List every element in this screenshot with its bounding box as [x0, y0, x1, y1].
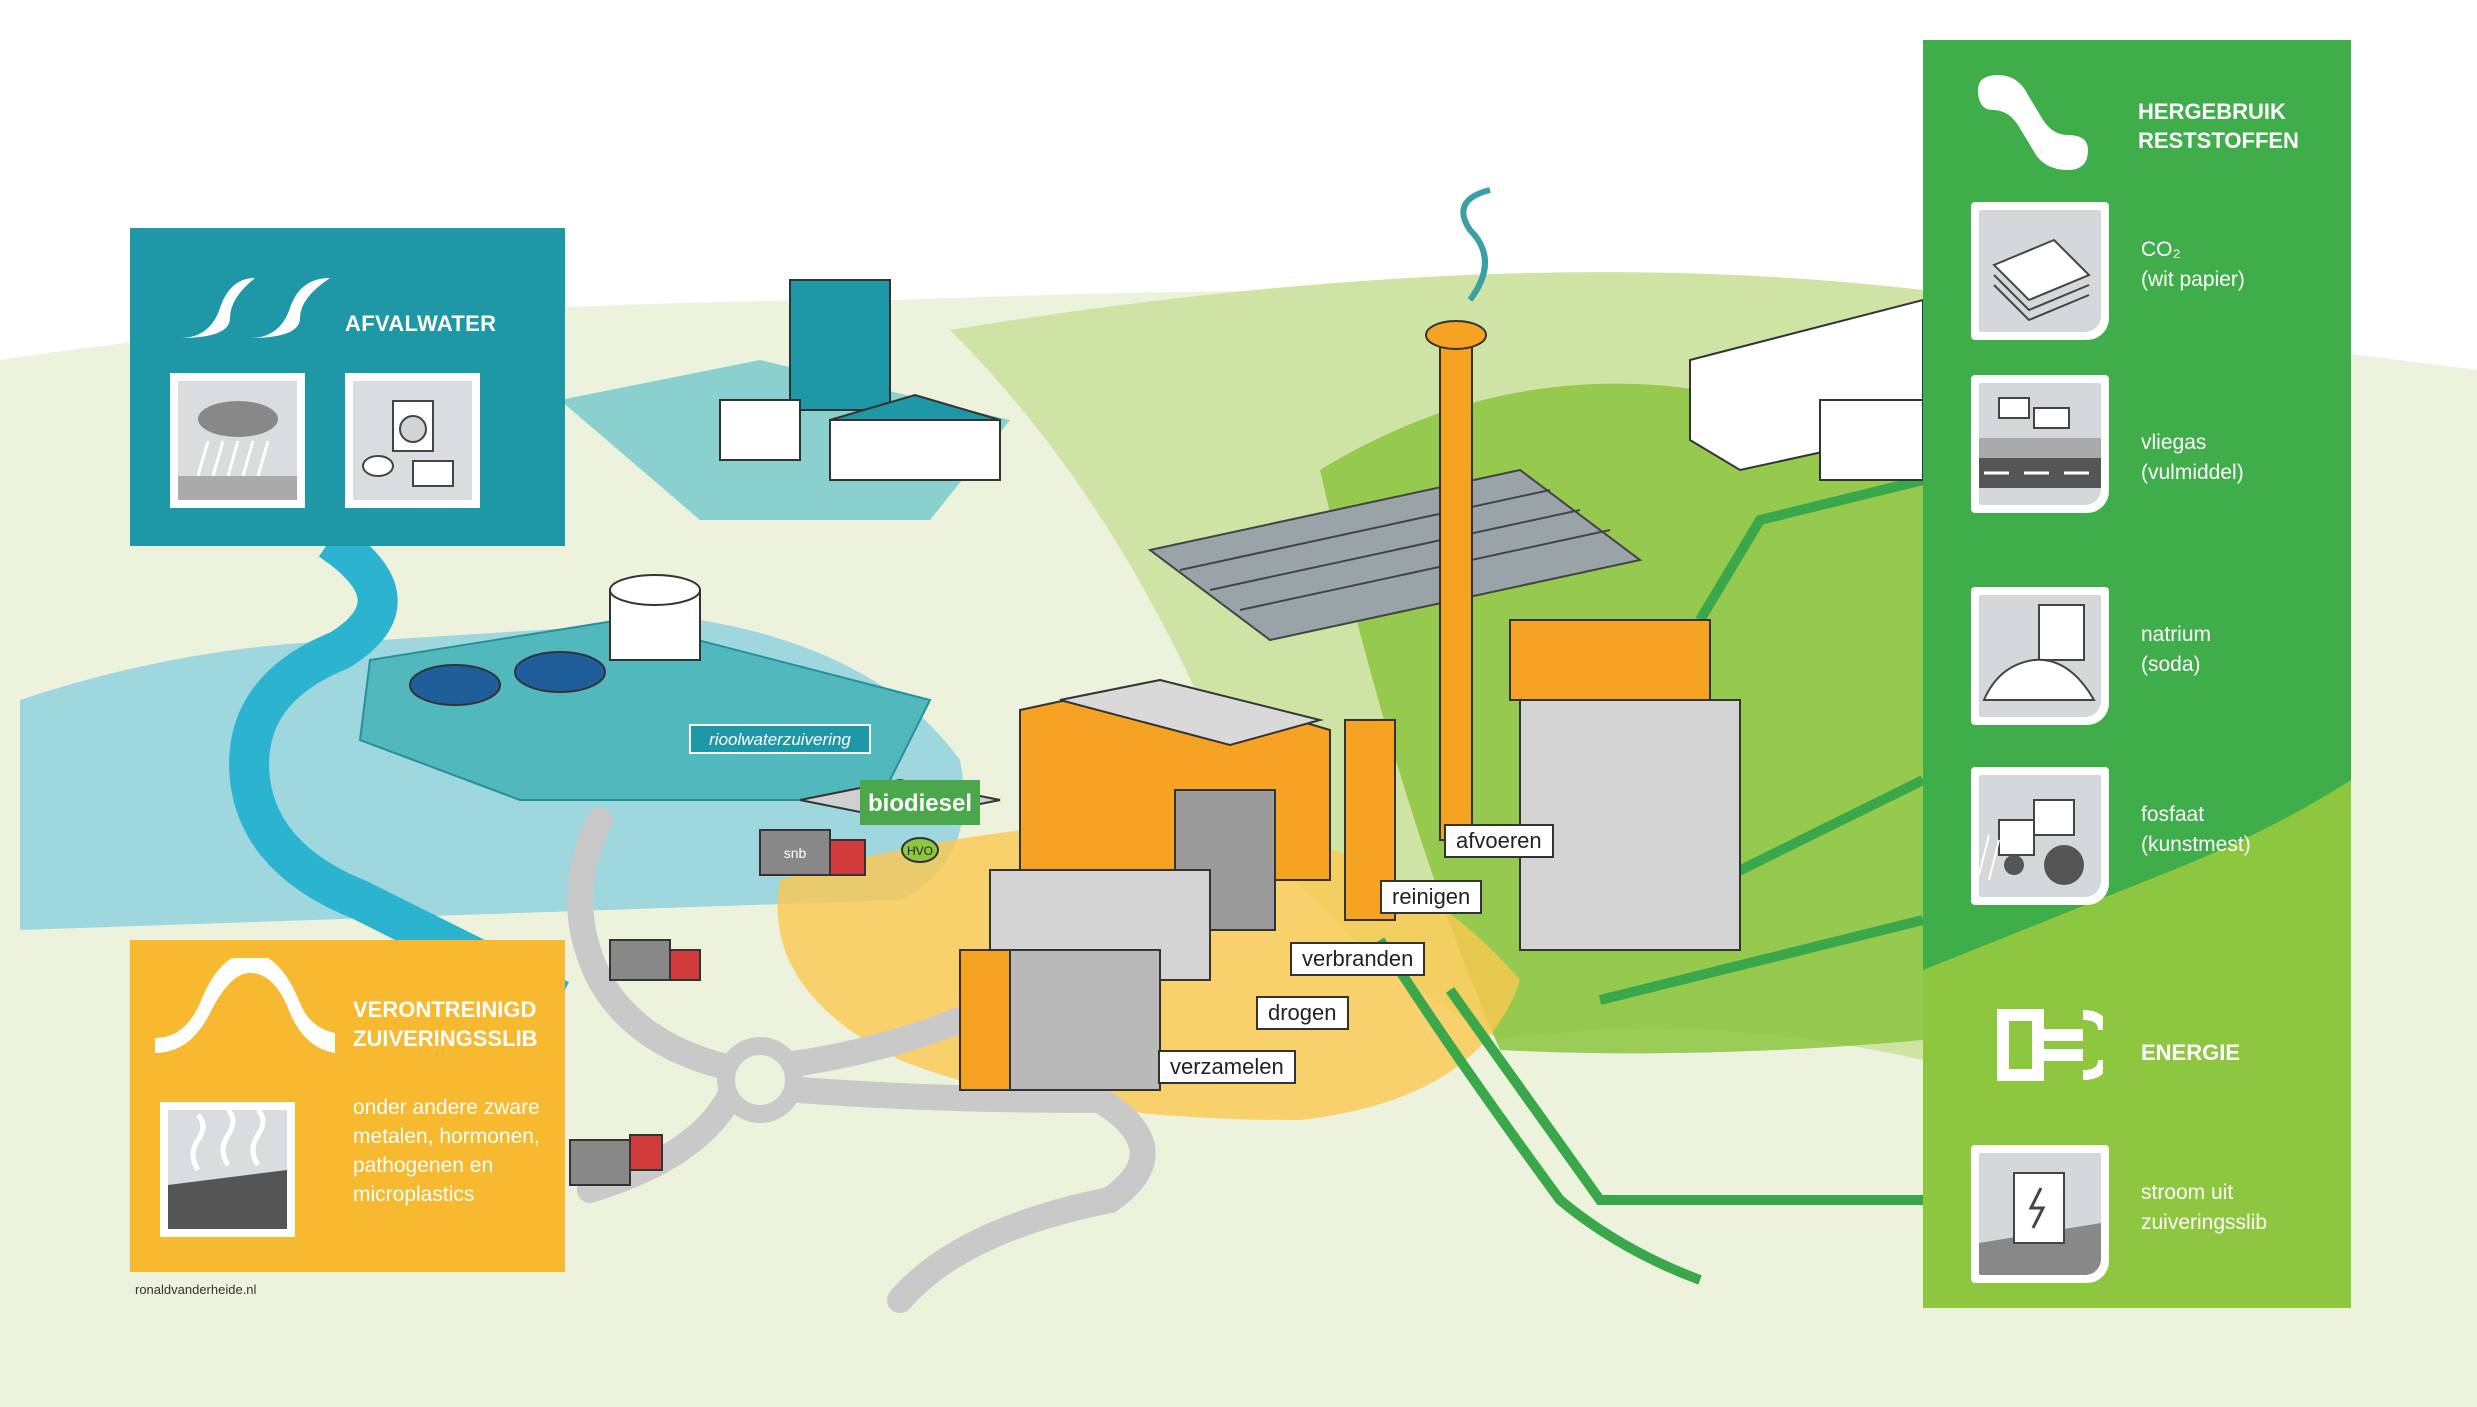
smoke-icon — [1460, 187, 1491, 302]
reststof-label-natrium: natrium (soda) — [2141, 623, 2212, 676]
truck-2 — [609, 939, 701, 981]
residential-area — [560, 279, 1010, 520]
hvo-label: HVO — [907, 844, 933, 858]
household-tile — [345, 373, 480, 508]
incinerator-building — [1019, 619, 1741, 951]
hergebruik-logo-icon — [1978, 75, 2088, 170]
sludge-title-line2: ZUIVERINGSSLIB — [353, 1026, 538, 1051]
energie-item-label: stroom uit zuiveringsslib — [2141, 1181, 2268, 1234]
energie-tile — [1971, 1145, 2109, 1283]
rain-tile — [170, 373, 305, 508]
clarifier-tank-1 — [409, 664, 501, 706]
roundabout — [717, 1037, 803, 1123]
hergebruik-panel: HERGEBRUIK RESTSTOFFEN CO₂ (wit papier) — [1923, 40, 2351, 1308]
paper-stack-icon — [1992, 238, 2091, 322]
reststof-label-vliegas: vliegas (vulmiddel) — [2141, 431, 2244, 484]
rain-icon — [178, 401, 297, 500]
warehouse — [1689, 298, 1924, 481]
steaming-sludge-icon — [168, 1108, 287, 1229]
hergebruik-title: HERGEBRUIK RESTSTOFFEN — [2138, 97, 2299, 155]
afvalwater-panel: AFVALWATER — [130, 228, 565, 546]
zuiveringsslib-panel: VERONTREINIGD ZUIVERINGSSLIB onder ander… — [130, 940, 565, 1272]
hergebruik-title-line1: HERGEBRUIK — [2138, 99, 2286, 124]
energie-title: ENERGIE — [2141, 1040, 2241, 1065]
collection-buildings — [959, 869, 1211, 1091]
afvalwater-logo-icon — [180, 278, 330, 338]
canal — [229, 523, 569, 1018]
step-afvoeren: afvoeren — [1444, 824, 1554, 858]
rwzi-plant: rioolwaterzuivering — [358, 574, 932, 801]
truck-3 — [569, 1134, 663, 1186]
reststof-tile-co2 — [1971, 202, 2109, 340]
biodiesel-station: biodiesel HVO — [799, 778, 1001, 863]
rwzi-sign: rioolwaterzuivering — [709, 730, 851, 749]
chimney — [1425, 187, 1491, 841]
sludge-title: VERONTREINIGD ZUIVERINGSSLIB — [353, 995, 538, 1053]
soda-icon — [1982, 604, 2096, 701]
power-box-icon — [1979, 1172, 2101, 1275]
sludge-tile — [160, 1102, 295, 1237]
household-icon — [362, 400, 454, 487]
rwzi-sign-bg — [689, 724, 871, 754]
solar-panels — [1147, 468, 1643, 642]
reststof-label-co2: CO₂ (wit papier) — [2141, 238, 2245, 291]
truck-brand: snb — [784, 845, 807, 861]
sludge-logo-icon — [155, 958, 335, 1053]
step-reinigen: reinigen — [1380, 880, 1483, 914]
biodiesel-sign: biodiesel — [868, 790, 972, 817]
sludge-title-line1: VERONTREINIGD — [353, 997, 537, 1022]
tractor-icon — [1979, 799, 2084, 885]
clarifier-tank-2 — [514, 651, 606, 693]
afvalwater-title: AFVALWATER — [345, 311, 497, 336]
sludge-description: onder andere zware metalen, hormonen, pa… — [353, 1096, 540, 1206]
hergebruik-title-line2: RESTSTOFFEN — [2138, 128, 2299, 153]
truck-1: snb — [759, 829, 866, 876]
credit: ronaldvanderheide.nl — [135, 1282, 257, 1297]
energie-logo-icon — [1997, 1009, 2103, 1081]
reststof-tile-fosfaat — [1971, 767, 2109, 905]
reststof-label-fosfaat: fosfaat (kunstmest) — [2141, 803, 2251, 856]
step-verbranden: verbranden — [1290, 942, 1426, 976]
reststof-tile-natrium — [1971, 587, 2109, 725]
reststof-tile-vliegas — [1971, 375, 2109, 513]
step-drogen: drogen — [1256, 996, 1349, 1030]
step-verzamelen: verzamelen — [1158, 1050, 1296, 1084]
road-icon — [1979, 397, 2101, 488]
